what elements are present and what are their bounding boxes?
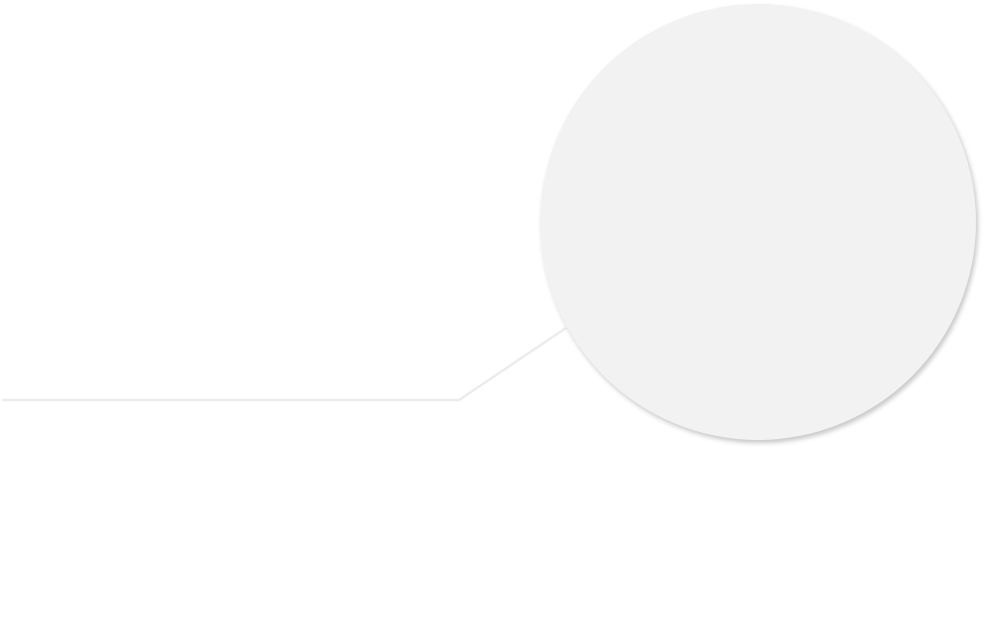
callout-bubble	[540, 4, 976, 440]
connector-path	[2, 326, 567, 402]
